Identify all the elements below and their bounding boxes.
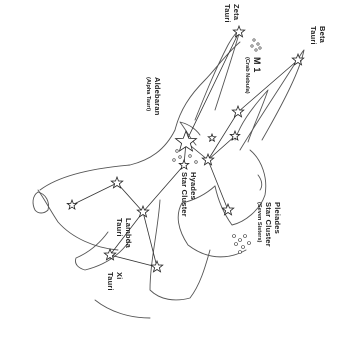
line-lambda-xi-b	[110, 255, 157, 267]
taurus-star	[111, 177, 122, 188]
line-lambda-left	[72, 183, 117, 205]
pleiades-subtitle: (Seven Sisters)	[256, 202, 262, 243]
m1-title: M 1	[252, 57, 262, 73]
pleiades-suffix: Star Cluster	[264, 202, 273, 247]
star-shape	[208, 134, 216, 141]
star-shape	[179, 160, 189, 169]
hyades-star	[232, 106, 243, 117]
cluster-dot	[235, 243, 238, 246]
front-leg-outline	[75, 232, 130, 270]
cluster-dot	[233, 235, 236, 238]
aldebaran-subtitle: (Alpha Tauri)	[145, 77, 151, 111]
lambda-tauri-name: Lambda	[124, 218, 133, 249]
label-pleiades: Pleiades Star Cluster (Seven Sisters)	[256, 202, 282, 247]
line-aldebaran-zeta	[186, 32, 239, 142]
cluster-dot	[239, 251, 242, 254]
label-m1: M 1 (Crab Nebula)	[244, 57, 262, 94]
pleiades-cluster-dots	[233, 235, 251, 254]
cluster-dot	[195, 161, 198, 164]
m1-subtitle: (Crab Nebula)	[244, 57, 250, 94]
cluster-dot	[255, 49, 257, 51]
star-shape	[232, 106, 243, 117]
line-lambda-upper	[117, 183, 143, 212]
cluster-dot	[189, 155, 192, 158]
xi-tauri-star	[104, 249, 115, 260]
label-xi-tauri: Xi Tauri	[106, 272, 124, 291]
beta-tauri-name: Beta	[318, 26, 327, 44]
cluster-dot	[173, 159, 176, 162]
hyades-suffix: Star Cluster	[180, 172, 189, 217]
cluster-dot	[239, 239, 242, 242]
cluster-dot	[244, 235, 247, 238]
line-hyades-pleiades	[208, 160, 228, 210]
lambda-tauri-suffix: Tauri	[115, 218, 124, 237]
front-leg-lower	[38, 190, 118, 250]
cluster-dot	[251, 45, 253, 47]
bull-outline	[33, 30, 304, 318]
cluster-dot	[179, 156, 182, 159]
label-beta-tauri: Beta Tauri	[309, 26, 327, 45]
bull-body-outline	[40, 42, 240, 190]
label-aldebaran: Aldebaran (Alpha Tauri)	[145, 77, 162, 116]
star-shape	[222, 204, 233, 215]
cluster-dot	[248, 242, 251, 245]
hyades-name: Hyades	[189, 172, 198, 200]
cluster-dot	[253, 39, 255, 41]
star-shape	[151, 261, 162, 272]
chest-outline	[150, 200, 210, 300]
snout-detail	[258, 175, 262, 190]
cluster-dot	[257, 43, 259, 45]
label-zeta-tauri: Zeta Tauri	[223, 4, 241, 23]
beta-tauri-suffix: Tauri	[309, 26, 318, 45]
cluster-dot	[242, 246, 245, 249]
cluster-dot	[259, 47, 261, 49]
line-hyades-lambda	[143, 165, 184, 212]
zeta-tauri-name: Zeta	[232, 4, 241, 21]
aldebaran-name: Aldebaran	[153, 77, 162, 116]
belly-outline	[95, 300, 150, 318]
label-hyades: Hyades Star Cluster	[180, 172, 198, 217]
star-shape	[111, 177, 122, 188]
star-shape	[104, 249, 115, 260]
pleiades-lead-star	[222, 204, 233, 215]
cluster-dot	[176, 150, 179, 153]
xi-tauri-name: Xi	[115, 272, 124, 280]
pleiades-name: Pleiades	[273, 202, 282, 234]
xi-tauri-suffix: Tauri	[106, 272, 115, 291]
taurus-star	[67, 200, 77, 209]
hyades-star	[179, 160, 189, 169]
crab-nebula-dots	[251, 39, 261, 51]
zeta-tauri-suffix: Tauri	[223, 4, 232, 23]
label-lambda-tauri: Lambda Tauri	[115, 218, 133, 249]
hyades-star	[208, 134, 216, 141]
star-shape	[202, 154, 213, 165]
star-shape	[67, 200, 77, 209]
taurus-star	[151, 261, 162, 272]
hyades-star	[202, 154, 213, 165]
